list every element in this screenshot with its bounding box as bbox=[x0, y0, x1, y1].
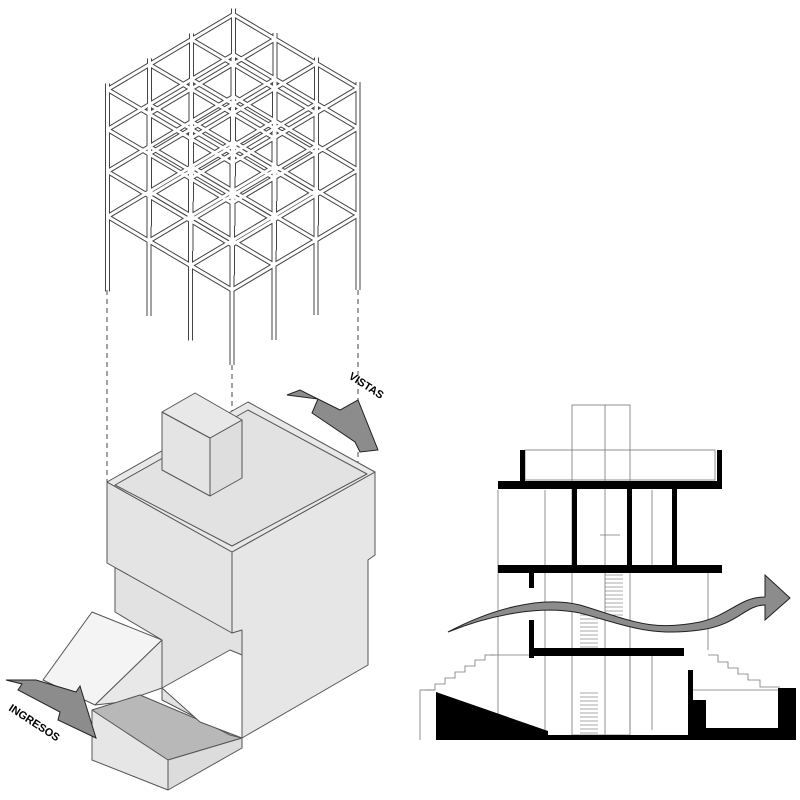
frame-member bbox=[232, 53, 359, 130]
frame-member bbox=[189, 189, 318, 267]
frame-member bbox=[148, 103, 275, 180]
frame-member bbox=[148, 63, 275, 140]
section-cut bbox=[436, 450, 796, 740]
building-section bbox=[419, 404, 796, 740]
frame-member bbox=[231, 126, 359, 205]
frame-member bbox=[232, 13, 359, 90]
plinth-right bbox=[167, 737, 243, 791]
frame-member bbox=[190, 78, 317, 155]
frame-member bbox=[190, 165, 317, 242]
frame-member bbox=[148, 164, 276, 243]
frame-member bbox=[106, 170, 233, 247]
frame-member bbox=[148, 77, 276, 156]
frame-member bbox=[231, 86, 359, 165]
frame-member bbox=[148, 37, 276, 116]
frame-member bbox=[106, 88, 233, 165]
frame-member bbox=[232, 95, 359, 172]
frame-member bbox=[106, 140, 235, 218]
frame-member bbox=[106, 53, 235, 131]
frame-member bbox=[231, 168, 359, 247]
frame-member bbox=[106, 13, 235, 91]
frame-member bbox=[232, 140, 359, 217]
frame-member bbox=[189, 144, 318, 222]
entrance-arrow-icon bbox=[5, 679, 97, 739]
volume-right bbox=[231, 471, 376, 739]
frame-member bbox=[190, 38, 317, 115]
frame-member bbox=[231, 213, 359, 292]
frame-member bbox=[148, 119, 276, 198]
structural-frame-axonometric bbox=[105, 8, 361, 365]
building-massing bbox=[42, 392, 376, 791]
flow-arrow-icon bbox=[447, 573, 791, 633]
frame-member bbox=[106, 215, 233, 292]
frame-member bbox=[189, 62, 318, 140]
frame-member bbox=[189, 102, 318, 180]
frame-member bbox=[190, 120, 317, 197]
rooftop-box-top bbox=[161, 392, 243, 439]
views-arrow-icon bbox=[286, 389, 379, 453]
frame-member bbox=[148, 145, 275, 222]
frame-member bbox=[106, 95, 235, 173]
frame-member bbox=[148, 190, 275, 267]
views-label: VISTAS bbox=[346, 370, 385, 401]
frame-member bbox=[106, 128, 233, 205]
